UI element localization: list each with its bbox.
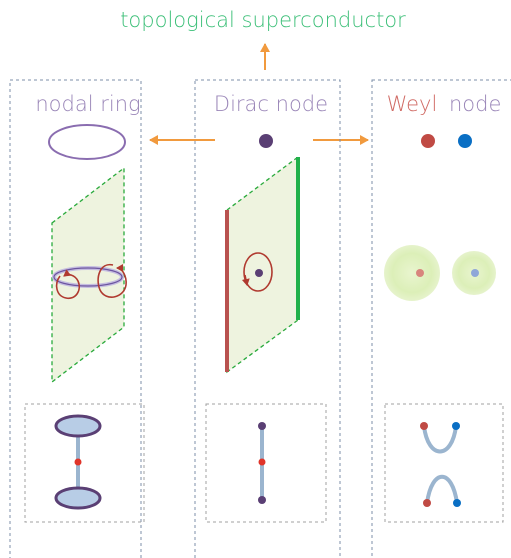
dirac-stick-top-dot xyxy=(258,422,266,430)
weyl-arc-bottom-blue xyxy=(453,499,461,507)
panel-title-nodal-ring: nodal ring xyxy=(35,92,140,116)
dirac-plane xyxy=(226,155,299,374)
dirac-loop-arrow-icon xyxy=(241,274,250,286)
nodal-ring-bottom-blob xyxy=(54,486,102,510)
dirac-stick-bottom-dot xyxy=(258,496,266,504)
nodal-ring-in-plane-inner xyxy=(53,267,123,287)
inset-dirac xyxy=(205,403,327,523)
weyl-arc-top-red xyxy=(420,422,428,430)
weyl-arc-top-blue xyxy=(452,422,460,430)
weyl-arc-bottom-red xyxy=(423,499,431,507)
nodal-ring-ellipse xyxy=(48,124,126,160)
panel-title-weyl-node: Weyl node xyxy=(387,92,502,116)
loop-right-icon xyxy=(97,263,127,298)
nodal-ring-top-blob xyxy=(54,414,102,438)
weyl-arc-bottom xyxy=(425,474,459,504)
dirac-node-dot xyxy=(259,134,273,148)
weyl-arc-top xyxy=(422,425,458,454)
loop-left-icon xyxy=(55,269,81,300)
dirac-point xyxy=(255,269,263,277)
panel-dirac-node xyxy=(194,79,341,558)
panel-nodal-ring xyxy=(9,79,142,558)
nodal-ring-mid-dot xyxy=(74,458,82,466)
weyl-red-dot xyxy=(421,134,435,148)
dirac-loop-icon xyxy=(243,252,273,292)
weyl-glow-left xyxy=(384,245,440,301)
weyl-glow-left-dot xyxy=(416,269,424,277)
panel-title-weyl-part: Weyl xyxy=(387,92,438,116)
inset-nodal-ring xyxy=(24,403,145,523)
weyl-glow-right-dot xyxy=(471,269,479,277)
panel-title-node-part: node xyxy=(449,92,501,116)
panel-title-dirac-node: Dirac node xyxy=(214,92,328,116)
top-label: topological superconductor xyxy=(120,8,406,32)
inset-weyl xyxy=(384,403,504,523)
weyl-blue-dot xyxy=(458,134,472,148)
nodal-ring-plane xyxy=(51,166,125,384)
panel-weyl-node xyxy=(371,79,511,558)
dirac-stick-mid-dot xyxy=(258,458,266,466)
